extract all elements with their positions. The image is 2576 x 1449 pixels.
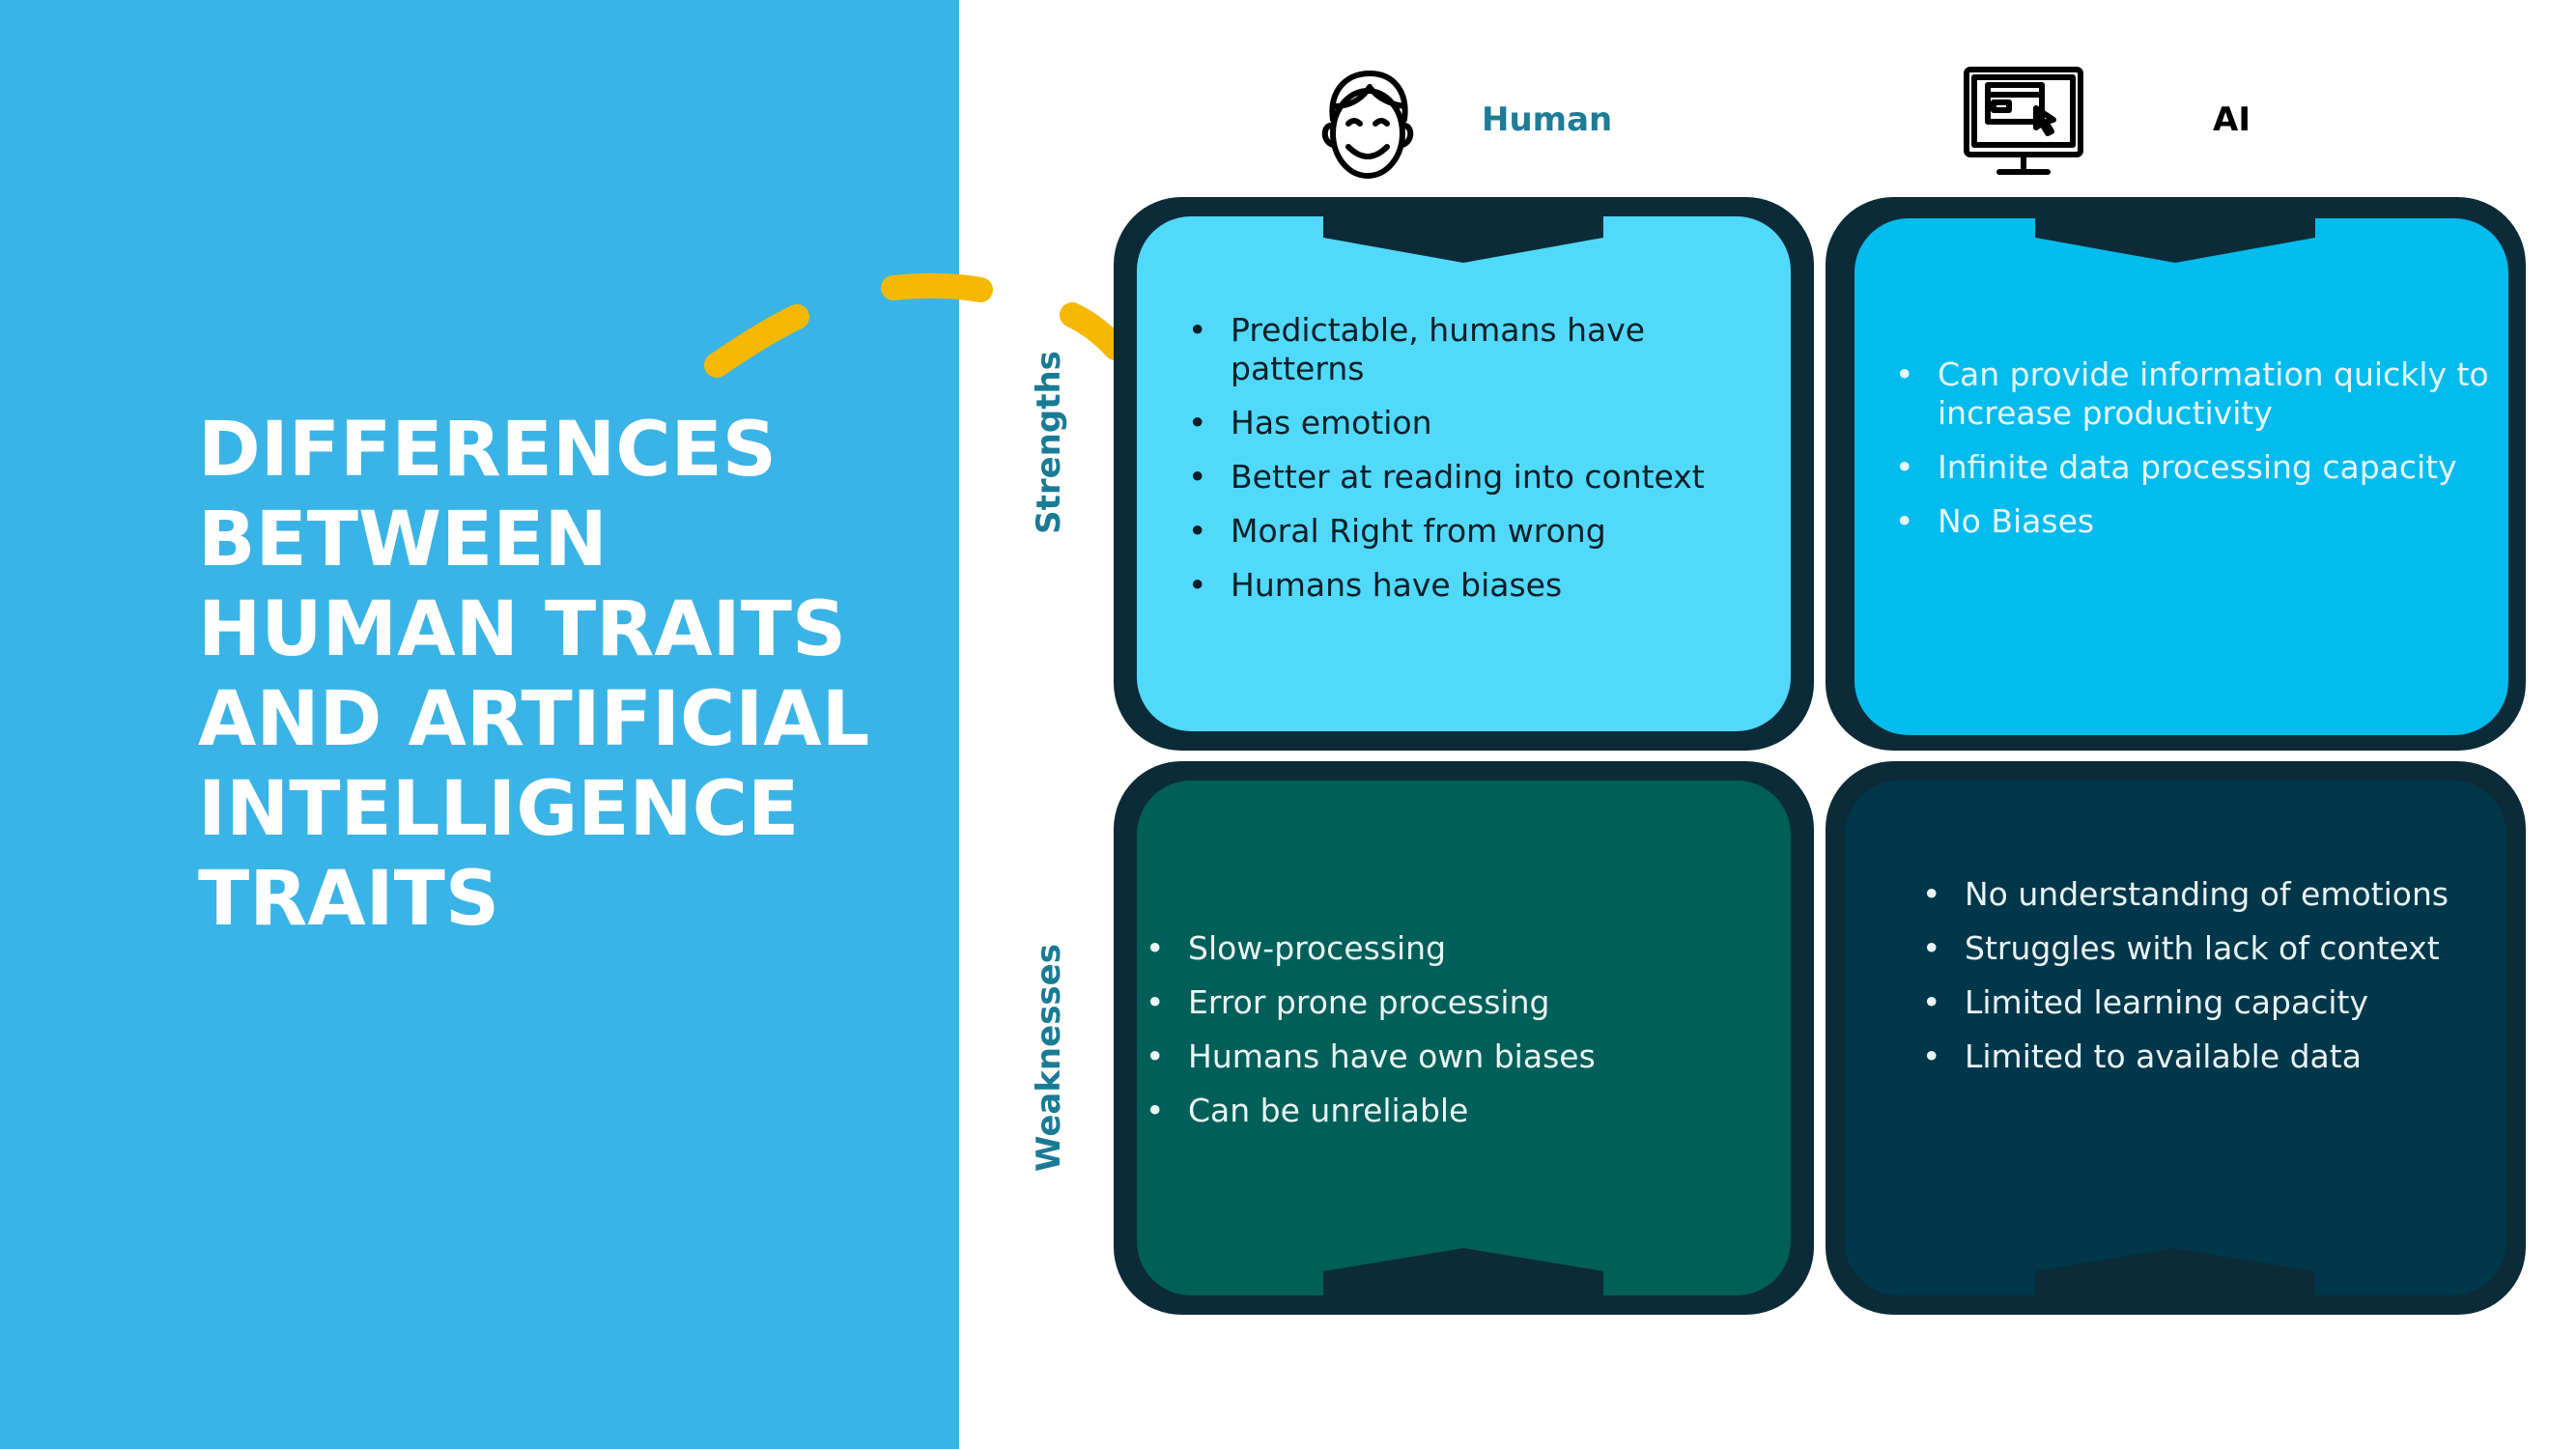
card-notch bbox=[1323, 1248, 1603, 1315]
list-item: Error prone processing bbox=[1146, 983, 1764, 1022]
list-item: Moral Right from wrong bbox=[1188, 512, 1748, 551]
ai-weaknesses-list: No understanding of emotions Struggles w… bbox=[1922, 875, 2502, 1092]
left-title-panel bbox=[0, 0, 959, 1449]
list-item: Has emotion bbox=[1188, 404, 1748, 442]
list-item: Humans have biases bbox=[1188, 566, 1748, 605]
smiling-face-icon bbox=[1321, 71, 1414, 179]
list-item: Humans have own biases bbox=[1146, 1037, 1764, 1076]
computer-monitor-icon bbox=[1964, 67, 2083, 175]
human-weaknesses-list: Slow-processing Error prone processing H… bbox=[1146, 929, 1764, 1146]
ai-strengths-list: Can provide information quickly to incre… bbox=[1895, 355, 2494, 556]
card-notch bbox=[1323, 197, 1603, 263]
row-label-strengths: Strengths bbox=[1030, 351, 1068, 534]
column-header-human: Human bbox=[1482, 100, 1613, 139]
card-notch bbox=[2035, 197, 2315, 263]
list-item: No understanding of emotions bbox=[1922, 875, 2502, 914]
column-header-ai: AI bbox=[2213, 100, 2250, 139]
list-item: Slow-processing bbox=[1146, 929, 1764, 968]
slide-title: DIFFERENCES BETWEEN HUMAN TRAITS AND ART… bbox=[198, 407, 870, 943]
list-item: Infinite data processing capacity bbox=[1895, 448, 2494, 487]
human-strengths-list: Predictable, humans have patterns Has em… bbox=[1188, 311, 1748, 620]
list-item: Struggles with lack of context bbox=[1922, 929, 2502, 968]
list-item: Can be unreliable bbox=[1146, 1092, 1764, 1130]
list-item: Limited to available data bbox=[1922, 1037, 2502, 1076]
dash-segment bbox=[1060, 302, 1128, 360]
list-item: Limited learning capacity bbox=[1922, 983, 2502, 1022]
card-notch bbox=[2035, 1248, 2315, 1315]
list-item: Can provide information quickly to incre… bbox=[1895, 355, 2494, 433]
list-item: Better at reading into context bbox=[1188, 458, 1748, 497]
list-item: No Biases bbox=[1895, 502, 2494, 541]
list-item: Predictable, humans have patterns bbox=[1188, 311, 1748, 388]
row-label-weaknesses: Weaknesses bbox=[1030, 944, 1068, 1172]
